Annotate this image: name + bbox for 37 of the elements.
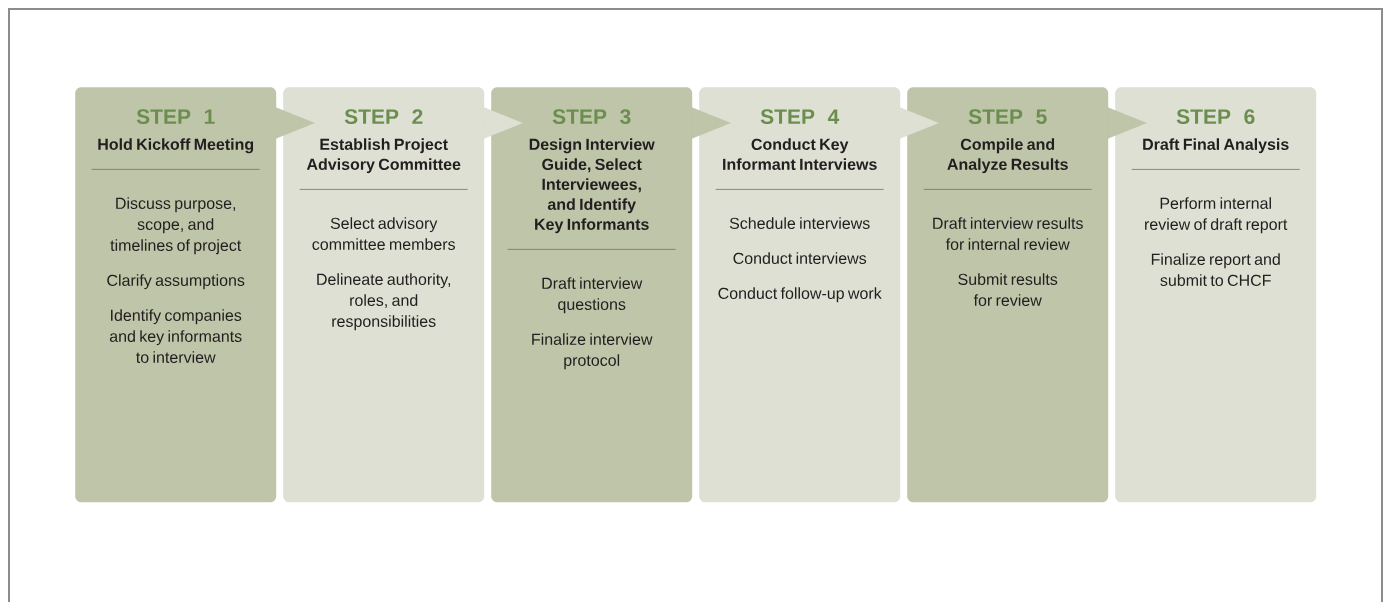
task-text: Select advisory committee members	[312, 217, 455, 250]
task-text: Identify companies and key informants to interview	[109, 309, 242, 363]
task-text: Draft interview questions	[542, 277, 643, 314]
step-label: STEP 5	[968, 109, 1047, 125]
step-heading: Hold Kickoff Meeting	[98, 138, 254, 154]
task-text: Perform internal review of draft report	[1145, 197, 1288, 234]
chevron-arrow	[1107, 107, 1147, 139]
task-text: Conduct interviews	[733, 252, 867, 264]
task-text: Schedule interviews	[729, 217, 870, 229]
step-label: STEP 3	[552, 109, 631, 125]
step-box	[75, 87, 277, 503]
step-heading: Compile and Analyze Results	[947, 138, 1068, 174]
step-box	[283, 87, 485, 503]
step-heading: Establish Project Advisory Committee	[306, 138, 461, 174]
task-text: Delineate authority, roles, and responsibilities	[317, 273, 451, 331]
step-heading: Draft Final Analysis	[1143, 138, 1289, 154]
task-text: Finalize interview protocol	[532, 333, 653, 370]
chevron-arrow	[899, 107, 939, 139]
chevron-arrow	[482, 107, 523, 139]
step-heading: Design Interview Guide, Select Interviewees, and Identify Key Informants	[529, 138, 655, 234]
step-label: STEP 4	[760, 109, 840, 125]
chevron-arrow	[275, 107, 315, 139]
task-text: Clarify assumptions	[107, 274, 245, 290]
step-heading: Conduct Key Informant Interviews	[723, 138, 877, 170]
task-text: Conduct follow-up work	[718, 287, 882, 303]
step-box	[699, 87, 901, 503]
step-box	[907, 87, 1109, 503]
step-label: STEP 6	[1176, 109, 1255, 125]
step-box	[491, 87, 693, 503]
task-text: Submit results for review	[958, 273, 1058, 306]
chevron-arrow	[691, 107, 731, 139]
step-label: STEP 2	[344, 109, 423, 125]
step-label: STEP 1	[136, 109, 215, 125]
task-text: Draft interview results for internal review	[933, 217, 1083, 250]
step-box	[1115, 87, 1317, 503]
task-text: Discuss purpose, scope, and timelines of project	[110, 197, 242, 255]
task-text: Finalize report and submit to CHCF	[1151, 253, 1280, 286]
